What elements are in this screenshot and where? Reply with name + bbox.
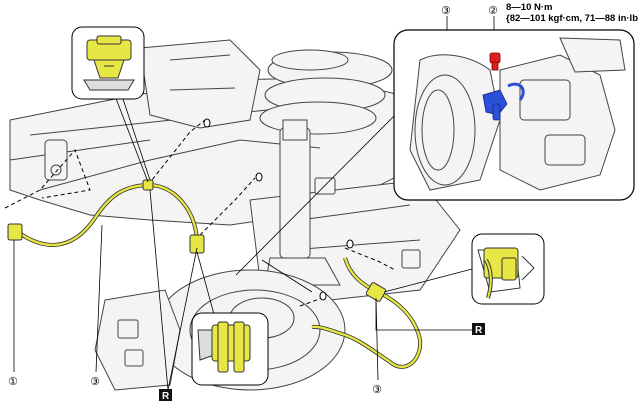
r-marker-right: R [472, 323, 485, 336]
inset-knuckle-detail [393, 29, 635, 201]
r-marker-left: R [159, 389, 172, 402]
harness-clip-center [142, 179, 154, 191]
torque-spec-line2: {82—101 kgf·cm, 71—88 in·lbf} [506, 13, 638, 24]
inset-rear-clip-detail [471, 233, 545, 305]
callout-2-top: ② [488, 4, 498, 17]
callout-3-left: ③ [90, 375, 100, 388]
harness-bracket-clip [189, 234, 205, 254]
inset-bracket-detail [191, 312, 269, 386]
callout-3-right: ③ [372, 383, 382, 396]
brake-caliper [94, 289, 181, 391]
wheel-speed-sensor-harness-front [16, 182, 199, 247]
harness-bracket-clip-rear [365, 282, 387, 302]
inset-clip-detail [71, 26, 145, 100]
mounting-guide-lines [4, 119, 396, 307]
callout-1: ① [8, 375, 18, 388]
harness-connector-left [7, 223, 23, 241]
strut-assembly [259, 49, 393, 286]
svg-text:R: R [162, 391, 170, 402]
bolt-icon [489, 52, 501, 71]
mounting-holes [203, 118, 354, 301]
sensor-bracket-icon [482, 89, 508, 121]
torque-spec-line1: 8—10 N·m [506, 2, 552, 13]
callout-3-top: ③ [441, 4, 451, 17]
svg-text:R: R [475, 325, 483, 336]
